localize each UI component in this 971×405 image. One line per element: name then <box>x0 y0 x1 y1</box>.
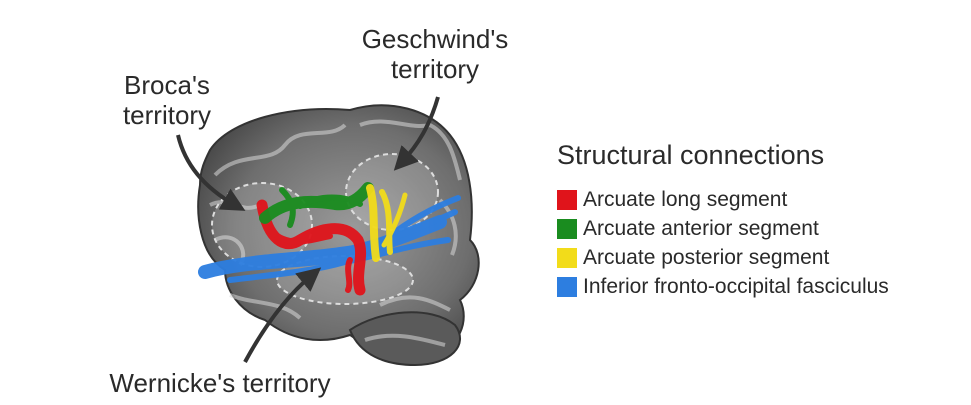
legend-item-arcuate-posterior: Arcuate posterior segment <box>557 243 889 272</box>
legend-label-arcuate-long: Arcuate long segment <box>583 188 787 212</box>
geschwind-territory-label: Geschwind's territory <box>345 24 525 84</box>
broca-territory-label: Broca's territory <box>92 70 242 130</box>
legend-item-arcuate-long: Arcuate long segment <box>557 185 889 214</box>
broca-label-line1: Broca's <box>92 70 242 100</box>
legend: Structural connections Arcuate long segm… <box>557 140 889 301</box>
wernicke-territory-label: Wernicke's territory <box>70 368 370 398</box>
geschwind-label-line2: territory <box>345 54 525 84</box>
geschwind-label-line1: Geschwind's <box>345 24 525 54</box>
legend-label-ifof: Inferior fronto-occipital fasciculus <box>583 275 889 299</box>
legend-swatch-ifof <box>557 277 577 297</box>
legend-item-arcuate-anterior: Arcuate anterior segment <box>557 214 889 243</box>
legend-swatch-arcuate-posterior <box>557 248 577 268</box>
legend-label-arcuate-posterior: Arcuate posterior segment <box>583 246 829 270</box>
legend-swatch-arcuate-anterior <box>557 219 577 239</box>
legend-title: Structural connections <box>557 140 889 171</box>
legend-swatch-arcuate-long <box>557 190 577 210</box>
legend-label-arcuate-anterior: Arcuate anterior segment <box>583 217 819 241</box>
broca-label-line2: territory <box>92 100 242 130</box>
legend-item-ifof: Inferior fronto-occipital fasciculus <box>557 272 889 301</box>
